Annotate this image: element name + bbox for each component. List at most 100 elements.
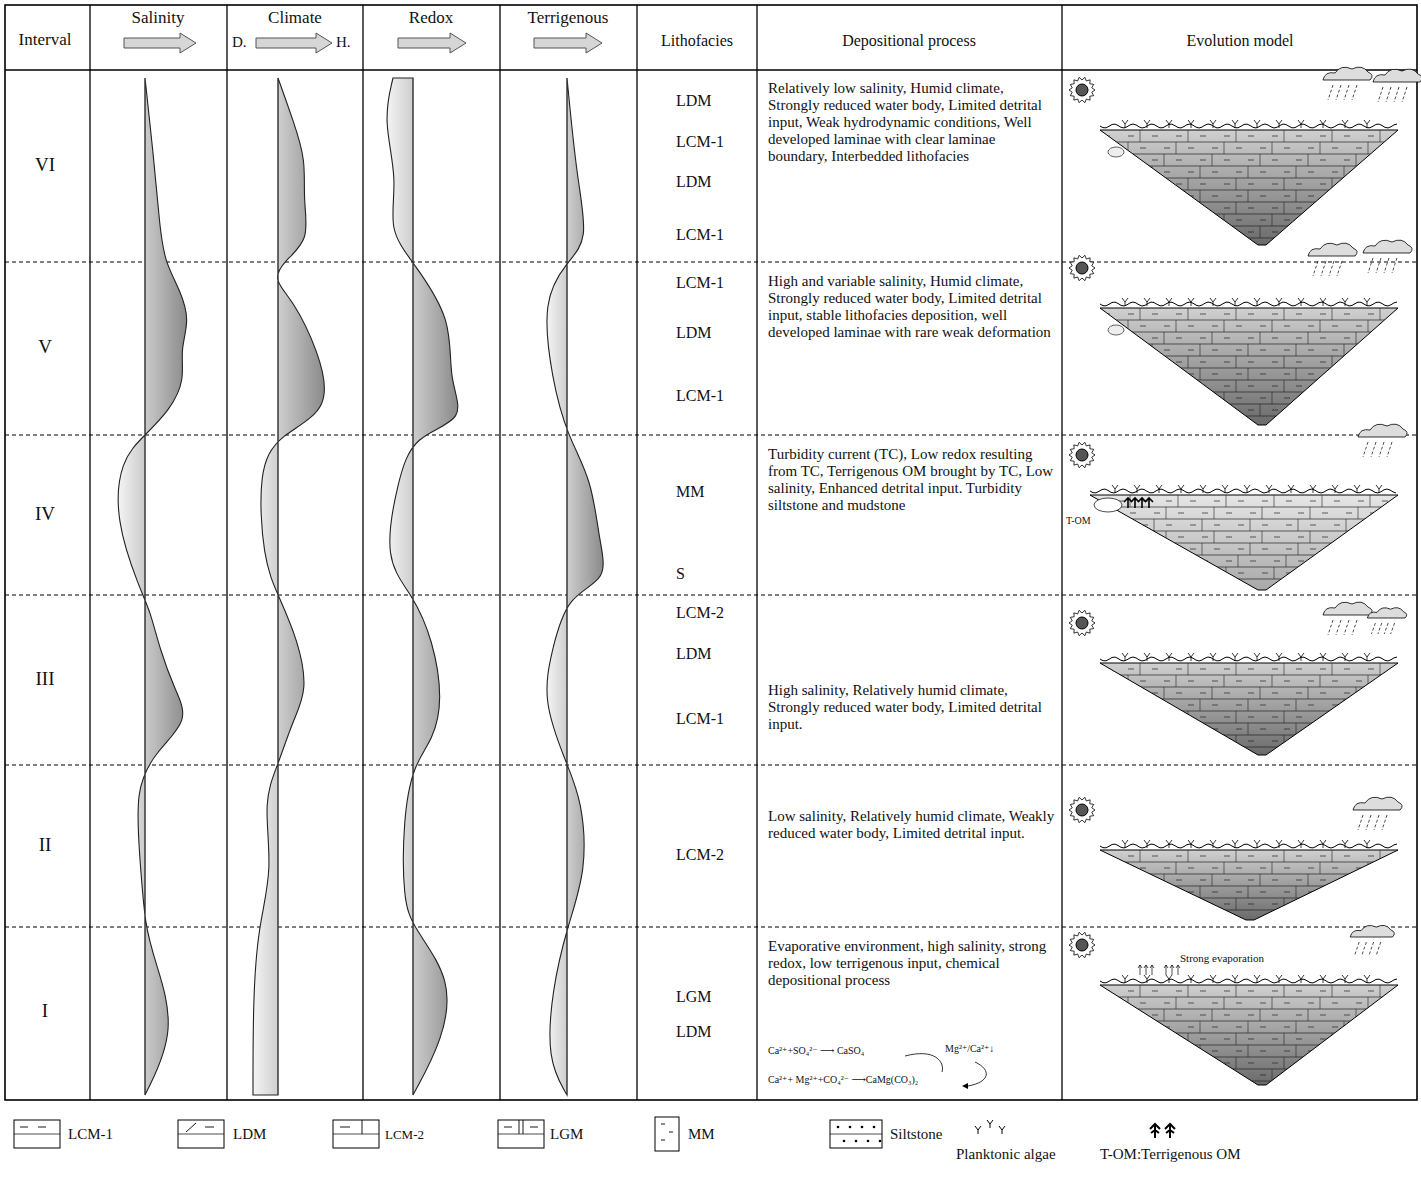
rain-lines <box>1386 87 1391 102</box>
rain-lines <box>1379 442 1384 457</box>
rain-lines <box>1328 620 1333 635</box>
algae-symbol <box>1244 485 1250 493</box>
cloud-icon <box>1353 797 1402 810</box>
sun-icon <box>1076 449 1088 461</box>
column-header: H. <box>336 34 360 51</box>
algae-symbol <box>1144 298 1150 306</box>
algae-symbol <box>1144 120 1150 128</box>
cloud-icon <box>1358 424 1407 437</box>
terrigenous-om-symbol <box>1131 498 1139 508</box>
legend-sample <box>498 1120 544 1148</box>
curve-baseline <box>145 78 146 1095</box>
algae-symbol <box>1166 840 1172 848</box>
process-note: Relatively low salinity, Humid climate, … <box>768 80 1056 165</box>
rain-lines <box>1382 815 1387 830</box>
column-header: Interval <box>3 30 87 49</box>
process-note: Turbidity current (TC), Low redox result… <box>768 446 1056 514</box>
evolution-model <box>1069 240 1412 425</box>
rain-lines <box>1313 261 1318 276</box>
algae-symbol <box>1210 298 1216 306</box>
lithofacies-label: LCM-1 <box>676 133 756 151</box>
algae-symbol <box>1122 298 1128 306</box>
algae-symbol <box>1298 120 1304 128</box>
algae-symbol <box>1342 840 1348 848</box>
water-surface <box>1090 489 1396 493</box>
algae-symbol <box>1210 120 1216 128</box>
sun-icon <box>1076 617 1088 629</box>
rain-lines <box>1369 942 1374 955</box>
evaporation-arrow <box>1170 965 1174 975</box>
siltstone-lens <box>1108 325 1124 335</box>
rain-lines <box>1328 85 1333 100</box>
basin-wedge <box>1100 850 1398 920</box>
interval-label: I <box>5 1000 85 1021</box>
algae-symbol <box>1332 485 1338 493</box>
process-note: High salinity, Relatively humid climate,… <box>768 682 1056 733</box>
rain-lines <box>1355 942 1360 955</box>
legend-label: LDM <box>233 1126 266 1143</box>
algae-symbol <box>1232 975 1238 983</box>
algae-symbol <box>1144 840 1150 848</box>
sun-icon <box>1069 255 1095 280</box>
algae-symbol <box>1320 840 1326 848</box>
illustration-label: Strong evaporation <box>1180 952 1310 964</box>
algae-symbol <box>1266 485 1272 493</box>
rain-lines <box>1391 623 1395 634</box>
curve-baseline <box>567 78 568 1095</box>
algae-symbol <box>1122 653 1128 661</box>
rain-lines <box>1363 442 1368 457</box>
legend-sample <box>830 1120 882 1148</box>
evaporation-arrow <box>1138 965 1142 975</box>
algae-symbol <box>1156 485 1162 493</box>
sun-icon <box>1069 77 1095 102</box>
sun-icon <box>1076 804 1088 816</box>
reaction-equation: Ca²⁺+ Mg²⁺+CO₄²⁻ ⟶CaMg(CO₃)₂ <box>768 1074 968 1085</box>
legend-label: MM <box>688 1126 715 1143</box>
algae-symbol <box>1320 298 1326 306</box>
proxy-curve <box>253 78 324 1095</box>
rain-lines <box>1329 261 1334 276</box>
cloud-icon <box>1373 69 1421 82</box>
column-header: D. <box>232 34 256 51</box>
reaction-arrow <box>968 1062 986 1086</box>
illustration-label: T-OM <box>1066 515 1106 526</box>
lithofacies-label: LGM <box>676 988 756 1006</box>
legend-label: Siltstone <box>890 1126 943 1143</box>
lithofacies-label: LCM-2 <box>676 846 756 864</box>
algae-symbol <box>1276 298 1282 306</box>
sun-icon <box>1069 442 1095 467</box>
algae-symbol <box>1166 120 1172 128</box>
algae-symbol <box>1320 120 1326 128</box>
rain-lines <box>1368 258 1373 273</box>
rain-lines <box>1392 258 1397 273</box>
algae-symbol <box>1254 653 1260 661</box>
algae-symbol <box>1232 298 1238 306</box>
algae-symbol <box>1276 120 1282 128</box>
rain-lines <box>1384 623 1388 634</box>
lithofacies-label: LDM <box>676 324 756 342</box>
algae-symbol <box>1364 653 1370 661</box>
legend-label: LCM-2 <box>385 1128 424 1143</box>
cloud-icon <box>1323 67 1372 80</box>
cloud-icon <box>1323 602 1372 615</box>
rain-lines <box>1378 87 1383 102</box>
algae-symbol <box>1188 298 1194 306</box>
algae-symbol <box>999 1126 1005 1134</box>
algae-symbol <box>1342 298 1348 306</box>
column-header: Salinity <box>93 8 223 27</box>
algae-symbol <box>1210 653 1216 661</box>
algae-symbol <box>1276 975 1282 983</box>
algae-symbol <box>1112 485 1118 493</box>
column-header: Depositional process <box>759 32 1059 50</box>
algae-symbol <box>1254 975 1260 983</box>
legend-label: LCM-1 <box>68 1126 113 1143</box>
basin-wedge <box>1100 130 1398 245</box>
legend-label: LGM <box>550 1126 583 1143</box>
algae-symbol <box>1232 840 1238 848</box>
terrigenous-om-symbol <box>1138 498 1146 508</box>
column-header: Climate <box>230 8 360 27</box>
terrigenous-om-symbol <box>1165 1124 1175 1138</box>
algae-symbol <box>1376 485 1382 493</box>
algae-symbol <box>1320 975 1326 983</box>
